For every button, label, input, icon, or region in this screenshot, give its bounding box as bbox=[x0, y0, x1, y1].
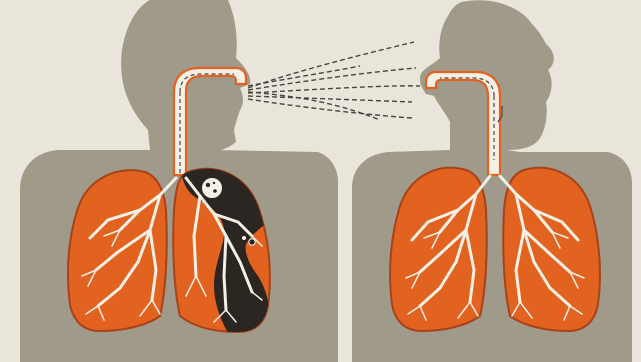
transmission-illustration bbox=[0, 0, 641, 362]
